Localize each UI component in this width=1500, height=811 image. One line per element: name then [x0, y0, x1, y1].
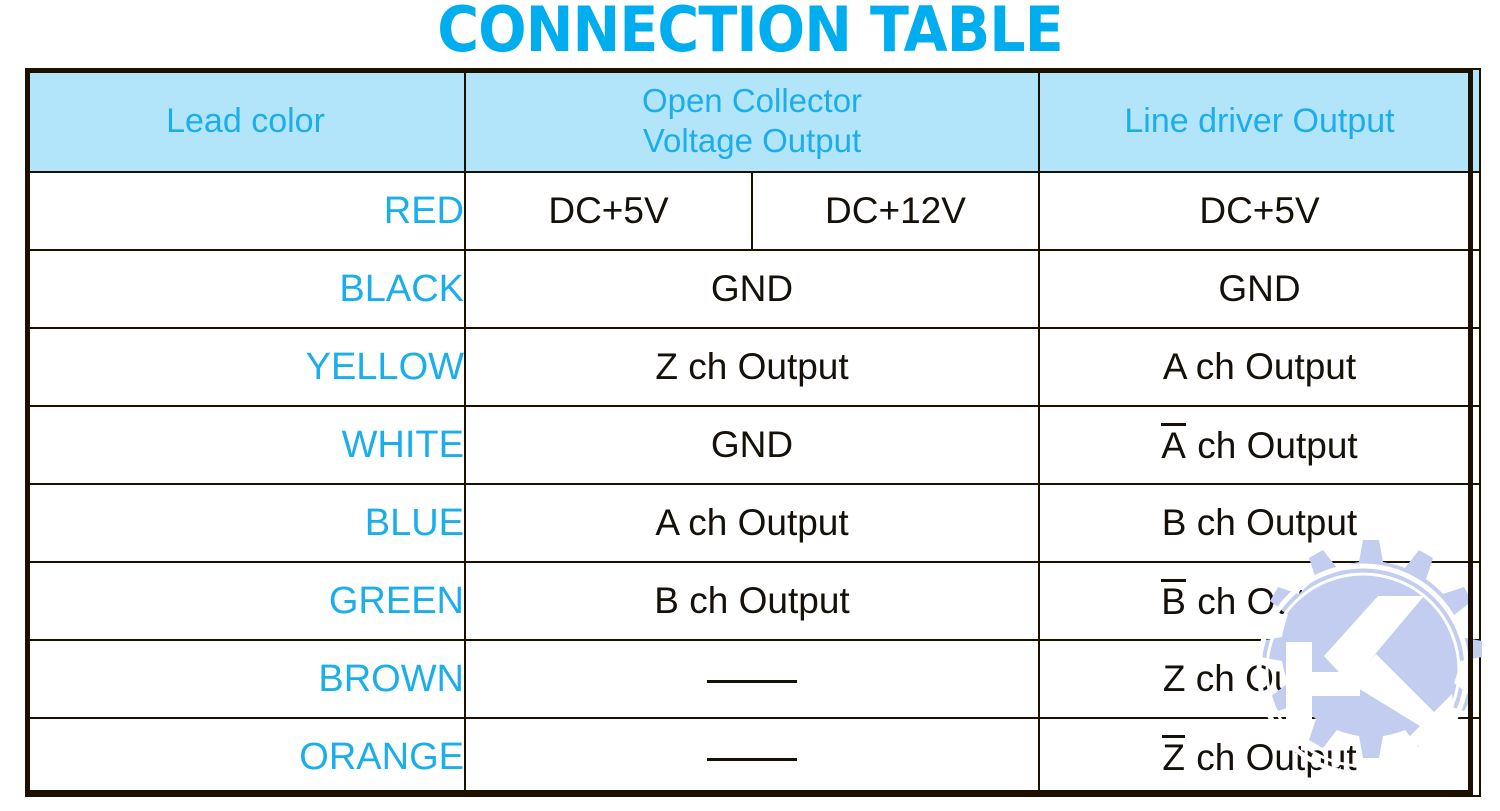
line-driver-value-text: ch Output — [1185, 737, 1357, 778]
line-driver-value: B ch Output — [1038, 561, 1481, 641]
header-cell-open-collector: Open Collector Voltage Output — [464, 68, 1040, 173]
page-title: CONNECTION TABLE — [437, 0, 1063, 66]
table-row: GREEN B ch Output B ch Output — [25, 561, 1481, 641]
lead-color-value: YELLOW — [25, 327, 466, 407]
open-collector-value: GND — [464, 249, 1040, 329]
line-driver-value-text: ch Output — [1186, 425, 1358, 466]
overbar-symbol: Z — [1162, 735, 1185, 778]
line-driver-value: GND — [1038, 249, 1481, 329]
table-row: BROWN Z ch Output — [25, 639, 1481, 719]
lead-color-value: ORANGE — [25, 717, 466, 797]
header-cell-lead-color: Lead color — [25, 68, 466, 173]
open-collector-value: GND — [464, 405, 1040, 485]
line-driver-value-text: ch Output — [1186, 581, 1358, 622]
line-driver-value: DC+5V — [1038, 171, 1481, 251]
line-driver-value: Z ch Output — [1038, 639, 1481, 719]
line-driver-value: B ch Output — [1038, 483, 1481, 563]
lead-color-value: BLACK — [25, 249, 466, 329]
page-title-bar: CONNECTION TABLE — [0, 0, 1500, 64]
open-collector-value-a: DC+5V — [464, 171, 753, 251]
open-collector-value-b: DC+12V — [751, 171, 1040, 251]
dash-icon — [707, 757, 797, 761]
header-label-open-collector-line1: Open Collector — [641, 81, 863, 119]
table-row: BLUE A ch Output B ch Output — [25, 483, 1481, 563]
open-collector-value-dash — [464, 639, 1040, 719]
lead-color-value: GREEN — [25, 561, 466, 641]
line-driver-value: Z ch Output — [1038, 717, 1481, 797]
lead-color-value: BLUE — [25, 483, 466, 563]
header-cell-line-driver: Line driver Output — [1038, 68, 1481, 173]
lead-color-value: BROWN — [25, 639, 466, 719]
line-driver-value: A ch Output — [1038, 327, 1481, 407]
open-collector-value: B ch Output — [464, 561, 1040, 641]
connection-table: Lead color Open Collector Voltage Output… — [25, 68, 1481, 797]
header-label-line-driver: Line driver Output — [1124, 101, 1395, 140]
table-row: RED DC+5V DC+12V DC+5V — [25, 171, 1481, 251]
overbar-symbol: A — [1161, 423, 1186, 466]
dash-icon — [707, 679, 797, 683]
header-label-lead-color: Lead color — [166, 101, 325, 140]
table-row: BLACK GND GND — [25, 249, 1481, 329]
open-collector-value: A ch Output — [464, 483, 1040, 563]
table-row: YELLOW Z ch Output A ch Output — [25, 327, 1481, 407]
open-collector-value-dash — [464, 717, 1040, 797]
table-row: ORANGE Z ch Output — [25, 717, 1481, 797]
table-row: WHITE GND A ch Output — [25, 405, 1481, 485]
table-header-row: Lead color Open Collector Voltage Output… — [25, 68, 1481, 173]
table-header: Lead color Open Collector Voltage Output… — [25, 68, 1481, 173]
overbar-symbol: B — [1161, 579, 1186, 622]
lead-color-value: RED — [25, 171, 466, 251]
open-collector-value: Z ch Output — [464, 327, 1040, 407]
line-driver-value: A ch Output — [1038, 405, 1481, 485]
header-label-open-collector-line2: Voltage Output — [642, 121, 862, 159]
table-body: RED DC+5V DC+12V DC+5V BLACK GND GND YEL… — [25, 171, 1481, 797]
lead-color-value: WHITE — [25, 405, 466, 485]
